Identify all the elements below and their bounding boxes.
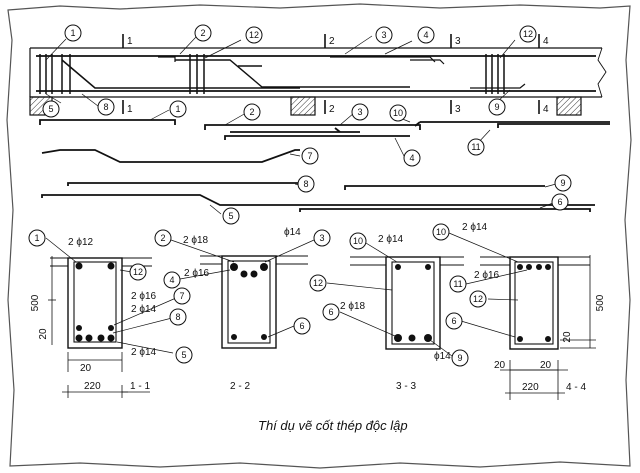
callout-8: 8 xyxy=(175,312,180,322)
callout-3: 3 xyxy=(319,233,324,243)
leader-lines xyxy=(45,35,557,357)
bars-3-3 xyxy=(394,264,432,342)
cut-label: 2 xyxy=(329,36,335,47)
s2-title: 2 - 2 xyxy=(230,381,250,392)
callout-12: 12 xyxy=(313,278,323,288)
callout-6: 6 xyxy=(557,197,562,207)
callout-3: 3 xyxy=(381,30,386,40)
callout-11: 11 xyxy=(453,279,462,289)
section-2-2 xyxy=(200,255,308,349)
callout-9: 9 xyxy=(494,102,499,112)
callout-4: 4 xyxy=(409,153,414,163)
callout-1: 1 xyxy=(175,104,180,114)
callout-bubbles xyxy=(28,24,572,367)
s4-top-bars: 2 ϕ14 xyxy=(462,222,488,233)
callout-numbers: 1 2 12 3 4 12 5 8 9 1 2 3 10 4 11 7 8 5 … xyxy=(34,28,565,363)
callout-6: 6 xyxy=(451,316,456,326)
callout-4: 4 xyxy=(169,275,174,285)
callout-1: 1 xyxy=(34,233,39,243)
figure-caption: Thí dụ vẽ cốt thép độc lập xyxy=(258,418,408,433)
section-3-3 xyxy=(350,256,464,350)
s1-mid-bars-a: 2 ϕ16 xyxy=(131,291,157,302)
callout-6: 6 xyxy=(299,321,304,331)
s4-cover-v: 20 xyxy=(562,331,573,343)
bars-2-2 xyxy=(230,263,268,340)
s3-title: 3 - 3 xyxy=(396,381,416,392)
s1-height: 500 xyxy=(30,294,41,311)
callout-12: 12 xyxy=(133,267,143,277)
callout-7: 7 xyxy=(179,291,184,301)
s1-bottom-bars: 2 ϕ14 xyxy=(131,347,157,358)
callout-10: 10 xyxy=(353,236,363,246)
callout-7: 7 xyxy=(307,151,312,161)
cut-label: 4 xyxy=(543,36,549,47)
callout-12: 12 xyxy=(473,294,483,304)
callout-10: 10 xyxy=(393,108,403,118)
callout-1: 1 xyxy=(70,28,75,38)
section-4-4 xyxy=(480,255,596,400)
s2-mid-bars: 2 ϕ16 xyxy=(184,268,210,279)
callout-11: 11 xyxy=(471,142,480,152)
bars-1-1 xyxy=(75,262,115,342)
callout-3: 3 xyxy=(357,107,362,117)
callout-5: 5 xyxy=(228,211,233,221)
s1-width: 220 xyxy=(84,381,101,392)
s4-height: 500 xyxy=(595,294,606,311)
beam-elevation xyxy=(29,34,607,116)
bars-4-4 xyxy=(517,264,551,342)
callout-8: 8 xyxy=(303,179,308,189)
section-cut-labels: 1 1 2 2 3 3 4 4 xyxy=(127,36,549,115)
callout-2: 2 xyxy=(200,28,205,38)
s4-cover-h-left: 20 xyxy=(494,360,506,371)
callout-10: 10 xyxy=(436,227,446,237)
section-annotations: 2 ϕ12 2 ϕ16 2 ϕ14 2 ϕ14 500 20 20 220 1 … xyxy=(30,222,606,393)
cut-label: 2 xyxy=(329,104,335,115)
callout-5: 5 xyxy=(48,104,53,114)
s4-width: 220 xyxy=(522,382,539,393)
s1-cover-v: 20 xyxy=(38,328,49,340)
s3-top-bars: 2 ϕ14 xyxy=(378,234,404,245)
callout-4: 4 xyxy=(423,30,428,40)
callout-9: 9 xyxy=(457,353,462,363)
s2-top-bars: 2 ϕ18 xyxy=(183,235,209,246)
callout-2: 2 xyxy=(249,107,254,117)
callout-9: 9 xyxy=(560,178,565,188)
s3-bottom-bars: 2 ϕ18 xyxy=(340,301,366,312)
callout-8: 8 xyxy=(103,102,108,112)
callout-2: 2 xyxy=(160,233,165,243)
s4-cover-h-right: 20 xyxy=(540,360,552,371)
callout-6: 6 xyxy=(328,307,333,317)
section-1-1 xyxy=(48,256,152,398)
cut-label: 1 xyxy=(127,104,133,115)
s4-mid-bars: 2 ϕ16 xyxy=(474,270,500,281)
s1-top-bars: 2 ϕ12 xyxy=(68,237,94,248)
s4-title: 4 - 4 xyxy=(566,382,586,393)
s1-cover-h: 20 xyxy=(80,363,92,374)
s2-top-bars-b: ϕ14 xyxy=(284,227,301,238)
s1-title: 1 - 1 xyxy=(130,381,150,392)
callout-12: 12 xyxy=(523,29,533,39)
s3-bottom-bars-b: ϕ14 xyxy=(434,351,451,362)
callout-5: 5 xyxy=(181,350,186,360)
cut-label: 4 xyxy=(543,104,549,115)
cut-label: 1 xyxy=(127,36,133,47)
detached-bars xyxy=(39,119,610,212)
s1-mid-bars-b: 2 ϕ14 xyxy=(131,304,157,315)
cut-label: 3 xyxy=(455,104,461,115)
cut-label: 3 xyxy=(455,36,461,47)
callout-12: 12 xyxy=(249,30,259,40)
